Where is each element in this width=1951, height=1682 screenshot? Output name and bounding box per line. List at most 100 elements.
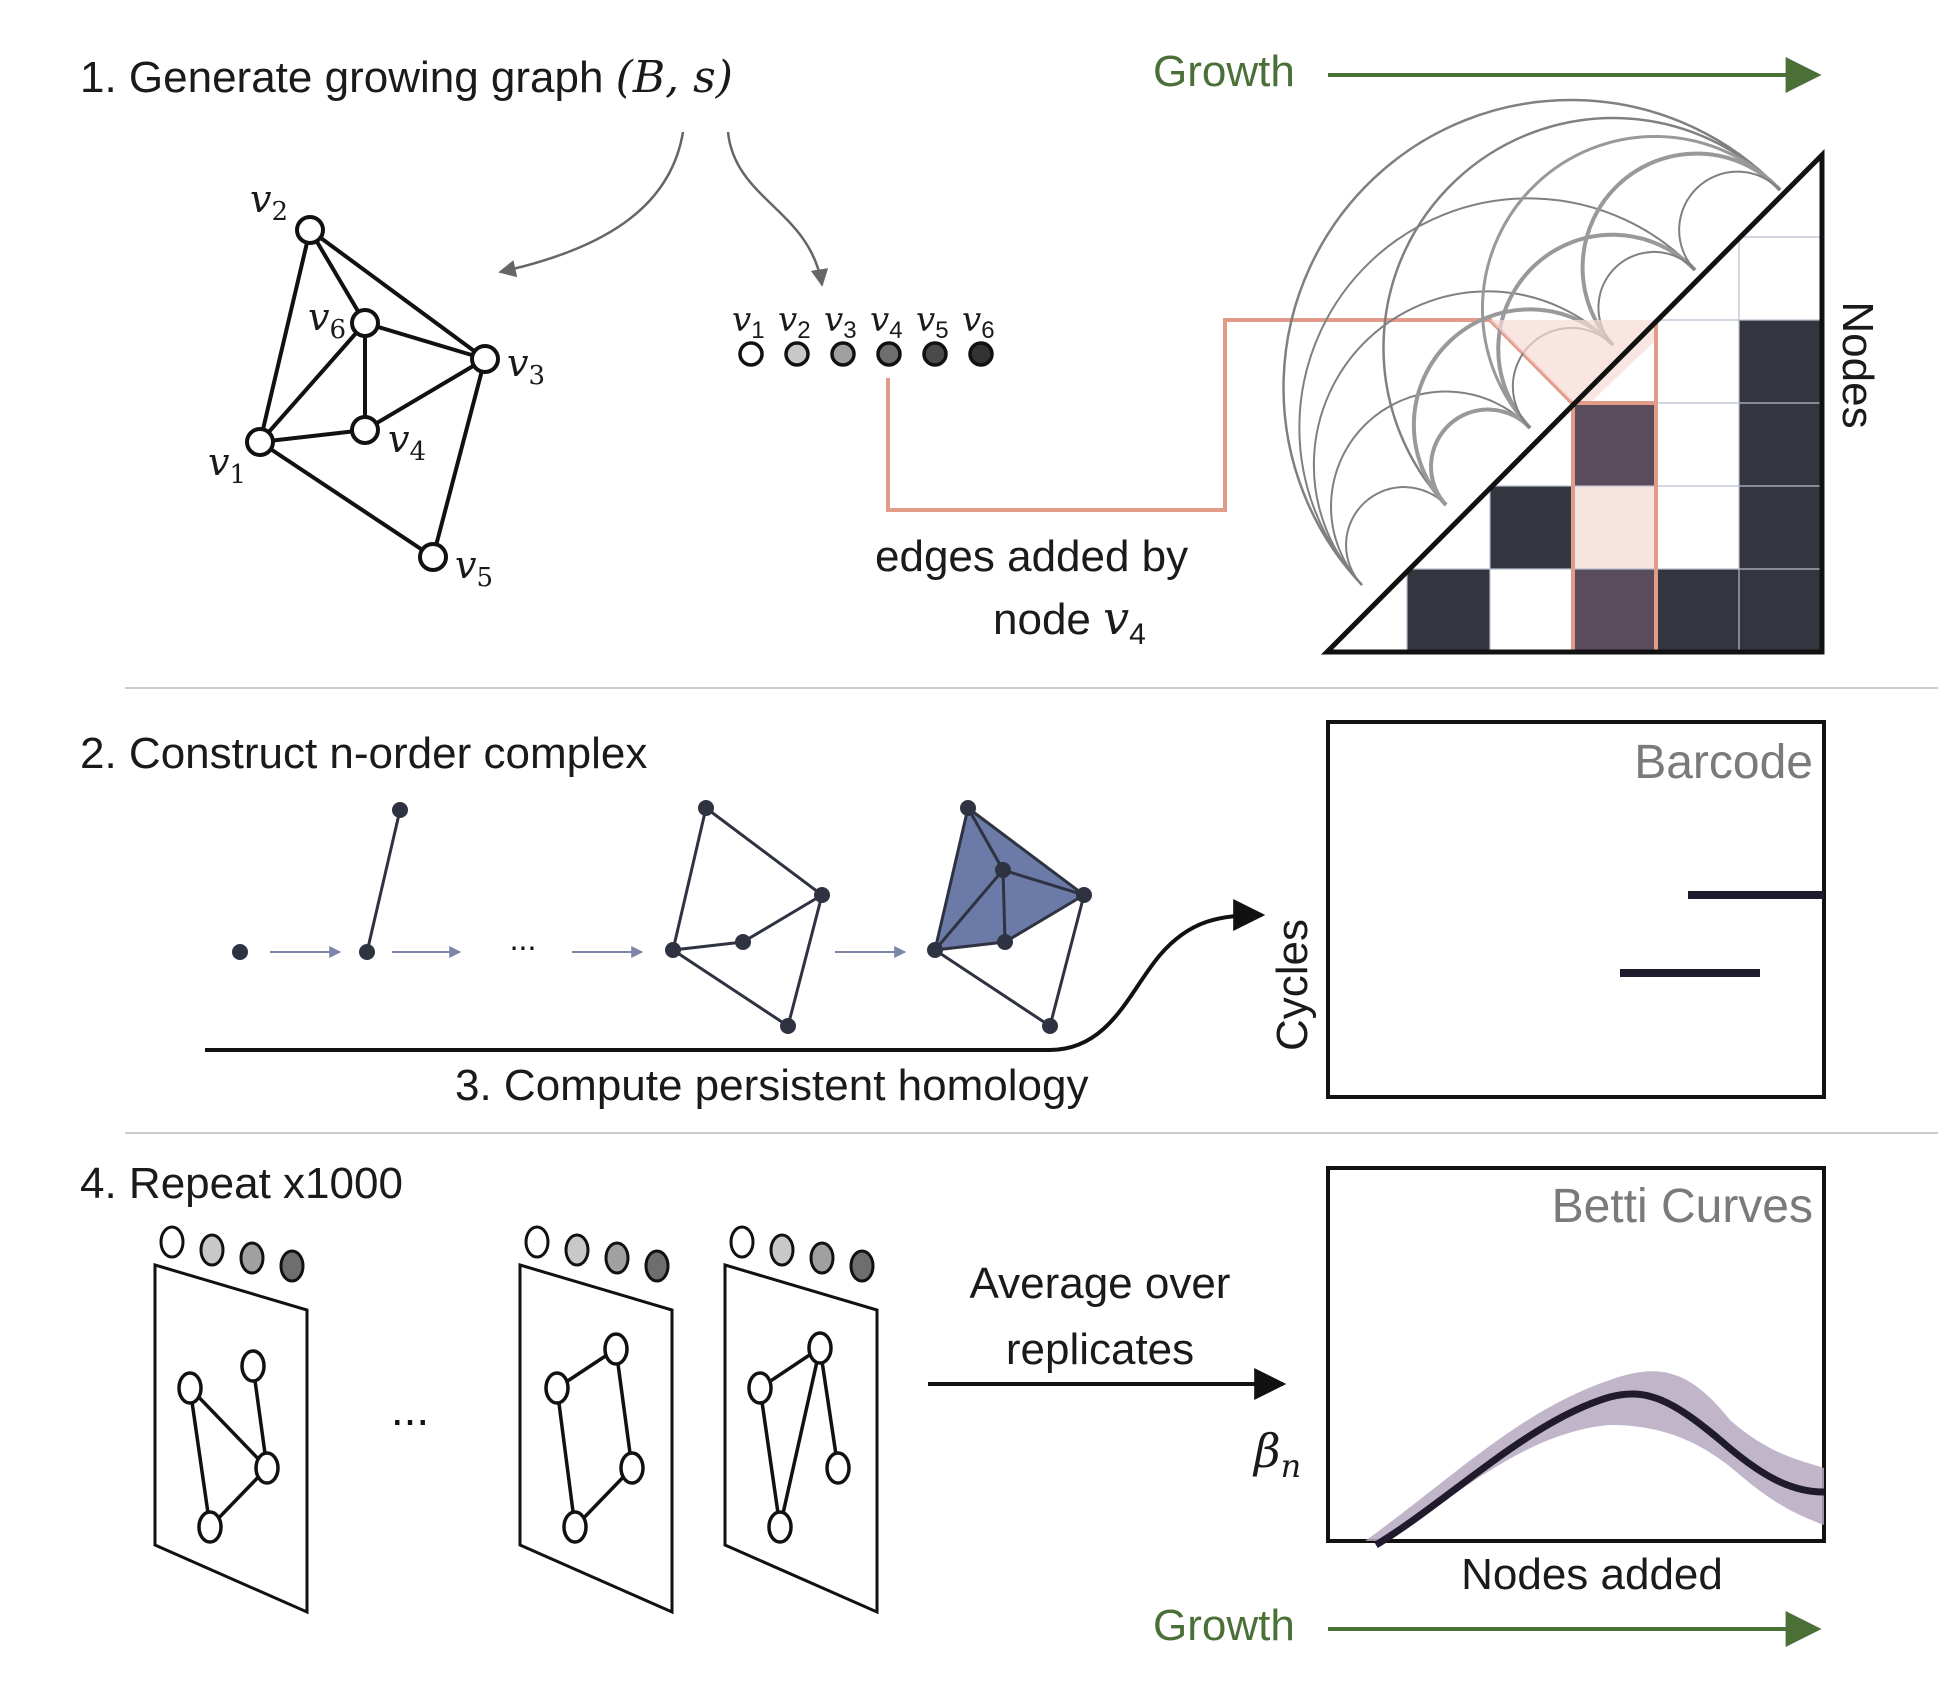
replicate-edge — [758, 1387, 782, 1528]
order-dot-v6 — [968, 341, 994, 367]
replicate-node — [240, 1349, 266, 1383]
order-dot-v1 — [738, 341, 764, 367]
replicate-order-dot — [564, 1233, 590, 1267]
section3-title: 3. Compute persistent homology — [455, 1061, 1088, 1110]
replicate-node — [197, 1510, 223, 1544]
graph-node-v5 — [418, 542, 448, 572]
replicate-edge — [555, 1387, 577, 1528]
graph-edge — [363, 357, 487, 432]
replicate-order-dot — [159, 1225, 185, 1259]
complex-stage-2-node — [359, 944, 375, 960]
graph-node-v1 — [245, 427, 275, 457]
complex-stage-2-node — [392, 802, 408, 818]
betti-title: Betti Curves — [1552, 1180, 1813, 1233]
replicate-node — [562, 1510, 588, 1544]
replicate-sheet — [153, 1262, 309, 1615]
edges-caption-line1: edges added by — [875, 532, 1188, 581]
barcode-title: Barcode — [1634, 736, 1813, 789]
graph-edge — [364, 321, 486, 361]
replicate-order-dot — [769, 1233, 795, 1267]
matrix-cell — [1739, 486, 1822, 569]
order-label-v3: v3 — [824, 300, 857, 344]
matrix-cell — [1739, 403, 1822, 486]
complex-sequence: ... — [232, 800, 1092, 1034]
matrix-cell — [1739, 320, 1822, 403]
replicate-order-dot — [279, 1249, 305, 1283]
replicate-node — [544, 1371, 570, 1405]
replicate-node — [254, 1451, 280, 1485]
replicate-edge — [614, 1348, 634, 1469]
replicate-order-dot — [729, 1225, 755, 1259]
graph-label-v2: v2 — [250, 177, 288, 227]
replicate-node — [747, 1371, 773, 1405]
order-dot-v5 — [922, 341, 948, 367]
growth-label-bottom: Growth — [1153, 1601, 1295, 1650]
average-label-line1: Average over — [970, 1259, 1231, 1308]
growing-graph: v1 v2 v3 v4 v5 v6 — [208, 177, 545, 593]
order-dot-v4 — [876, 341, 902, 367]
graph-edge — [258, 440, 435, 559]
beta-label: βn — [1252, 1424, 1301, 1485]
complex-ellipsis: ... — [510, 921, 537, 957]
complex-stage-1-node — [232, 944, 248, 960]
replicate-node — [825, 1451, 851, 1485]
graph-node-v6 — [350, 308, 380, 338]
replicate-edge — [778, 1347, 822, 1528]
betti-panel: Betti Curves βn Nodes added — [1252, 1166, 1826, 1599]
matrix-cell — [1656, 569, 1739, 652]
matrix-cell — [1490, 486, 1573, 569]
node-order: v1 v2 v3 v4 v5 v6 — [732, 300, 995, 367]
barcode-panel: Barcode Cycles — [1268, 720, 1826, 1099]
replicate-edge — [251, 1365, 269, 1469]
graph-node-v4 — [350, 415, 380, 445]
replicate-edge — [188, 1387, 212, 1528]
section1-title: 1. Generate growing graph (B, s) — [80, 52, 733, 103]
arrow-to-graph — [498, 131, 685, 278]
replicate-card — [518, 1225, 674, 1615]
matrix-triangle-outline — [1320, 148, 1825, 655]
replicate-node — [807, 1331, 833, 1365]
graph-label-v1: v1 — [208, 440, 246, 490]
replicate-order-dot — [644, 1249, 670, 1283]
cycles-label: Cycles — [1268, 919, 1317, 1051]
replicate-order-dot — [239, 1241, 265, 1275]
replicate-node — [177, 1371, 203, 1405]
graph-edge — [259, 428, 366, 444]
v4-highlight-wedge — [1490, 320, 1656, 403]
matrix-cell — [1407, 569, 1490, 652]
betti-confidence-band — [1365, 1371, 1824, 1541]
graph-node-v2 — [295, 215, 325, 245]
graph-label-v5: v5 — [455, 543, 493, 593]
nodes-axis-label: Nodes — [1833, 301, 1882, 428]
replicate-card — [723, 1225, 879, 1615]
order-label-v4: v4 — [870, 300, 903, 344]
order-dot-v2 — [784, 341, 810, 367]
graph-edge — [431, 358, 487, 558]
section4-title: 4. Repeat x1000 — [80, 1159, 403, 1208]
replicate-edge — [188, 1386, 269, 1470]
replicates — [153, 1225, 879, 1615]
replicate-edge — [818, 1347, 840, 1469]
nodes-added-label: Nodes added — [1461, 1550, 1723, 1599]
graph-label-v4: v4 — [388, 417, 426, 467]
order-label-v6: v6 — [962, 300, 995, 344]
growth-label-top: Growth — [1153, 47, 1295, 96]
graph-edge — [258, 229, 312, 443]
arrow-to-node-order — [726, 131, 829, 287]
replicate-order-dot — [849, 1249, 875, 1283]
replicate-sheet — [518, 1262, 674, 1615]
replicate-node — [619, 1451, 645, 1485]
matrix-cell — [1739, 569, 1822, 652]
replicate-node — [603, 1332, 629, 1366]
order-label-v5: v5 — [916, 300, 949, 344]
graph-label-v3: v3 — [507, 341, 545, 391]
matrix-cell-highlight — [1573, 569, 1656, 652]
replicate-order-dot — [199, 1233, 225, 1267]
replicate-order-dot — [524, 1225, 550, 1259]
section2-title: 2. Construct n-order complex — [80, 729, 647, 778]
graph-label-v6: v6 — [308, 295, 346, 345]
replicate-order-dot — [604, 1241, 630, 1275]
homology-arrow — [205, 899, 1266, 1052]
matrix-cell-highlight — [1573, 486, 1656, 569]
